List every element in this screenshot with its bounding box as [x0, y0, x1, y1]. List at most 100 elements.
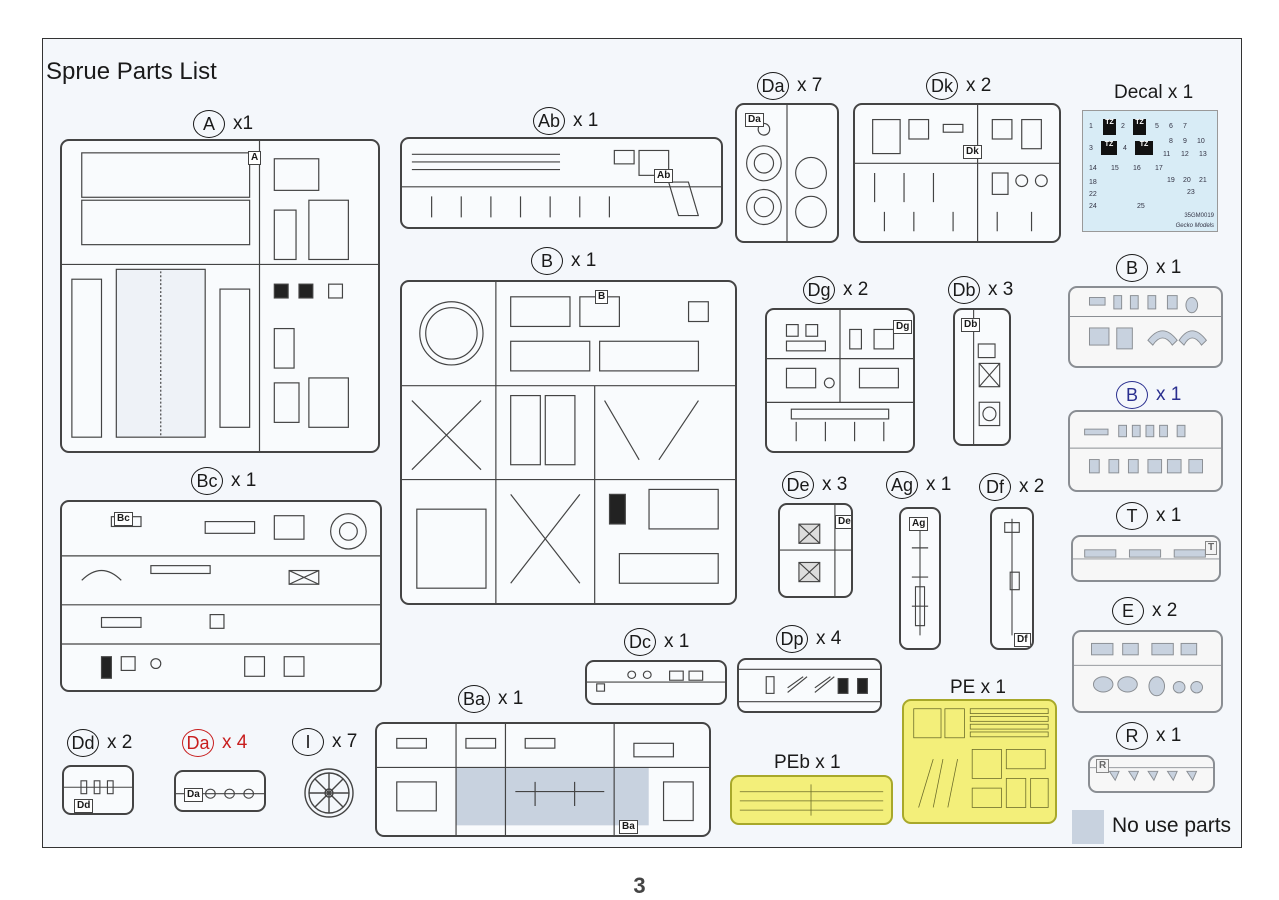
decal-number: 11	[1163, 151, 1171, 158]
sprue-tag: Ba	[619, 820, 638, 834]
decal-number: 3	[1089, 145, 1093, 152]
sprue-dp-parts	[739, 668, 880, 703]
sprue-b-grey-frame	[1068, 410, 1223, 492]
sprue-b-grey-parts	[1070, 424, 1221, 474]
sprue-code-circle: Bc	[191, 467, 223, 495]
sprue-a-parts	[62, 141, 378, 451]
decal-number: 25	[1137, 203, 1145, 210]
sprue-quantity: x 3	[988, 279, 1014, 300]
sprue-quantity: x 1	[573, 110, 599, 131]
label-decal: Decal x 1	[1114, 82, 1193, 104]
sprue-code-circle: Dk	[926, 72, 958, 100]
sprue-quantity: x 1	[1156, 505, 1182, 526]
sprue-code-circle: E	[1112, 597, 1144, 625]
sprue-db-frame: Db	[953, 308, 1011, 446]
decal-mark: TZ	[1133, 119, 1146, 135]
sprue-tag: Db	[961, 318, 981, 332]
decal-number: 18	[1089, 179, 1097, 186]
decal-number: 1	[1089, 123, 1093, 130]
sprue-dc-frame	[585, 660, 727, 705]
sprue-tag: Dk	[963, 145, 982, 159]
decal-brand-logo: Gecko Models	[1175, 223, 1214, 229]
decal-code: 35GM0019	[1184, 213, 1214, 219]
sprue-tag: A	[248, 151, 262, 165]
sprue-quantity: x 1	[1156, 725, 1182, 746]
sprue-code-circle: Ab	[533, 107, 565, 135]
sprue-i-wheel	[303, 767, 355, 819]
sprue-tag: B	[595, 290, 609, 304]
decal-number: 6	[1169, 123, 1173, 130]
label-sprue-r: R x 1	[1116, 722, 1181, 750]
label-sprue-t: T x 1	[1116, 502, 1181, 530]
decal-number: 22	[1089, 191, 1097, 198]
decal-number: 7	[1183, 123, 1187, 130]
sprue-ab-frame: Ab	[400, 137, 723, 229]
sprue-df-frame: Df	[990, 507, 1034, 650]
sprue-quantity: x 1	[664, 631, 690, 652]
label-sprue-dk: Dk x 2	[926, 72, 991, 100]
label-sprue-dp: Dp x 4	[776, 625, 841, 653]
label-sprue-b-grey-1: B x 1	[1116, 254, 1181, 282]
sprue-dg-parts	[767, 310, 913, 442]
sprue-quantity: x 7	[332, 731, 358, 752]
label-sprue-b-grey-2: B x 1	[1116, 381, 1181, 409]
decal-number: 10	[1197, 138, 1205, 145]
sprue-quantity: x 2	[1019, 476, 1045, 497]
sprue-tag: Da	[745, 113, 764, 127]
sprue-t-frame: T	[1071, 535, 1221, 582]
sprue-quantity: x1	[233, 113, 254, 134]
decal-number: 14	[1089, 165, 1097, 172]
sprue-pe-parts	[913, 708, 1049, 808]
sprue-code-circle: T	[1116, 502, 1148, 530]
label-sprue-pe: PE x 1	[950, 677, 1006, 699]
decal-label: Decal x 1	[1114, 82, 1194, 103]
sprue-quantity: x 3	[822, 474, 848, 495]
sprue-code-circle: Dg	[803, 276, 835, 304]
decal-number: 15	[1111, 165, 1119, 172]
sprue-bc-parts	[62, 513, 380, 679]
sprue-quantity: PE x 1	[950, 677, 1006, 698]
sprue-b-grey-frame	[1068, 286, 1223, 368]
decal-number: 2	[1121, 123, 1125, 130]
no-use-parts-label: No use parts	[1112, 814, 1232, 837]
sprue-quantity: x 4	[816, 628, 842, 649]
sprue-dd-parts	[64, 780, 132, 795]
sprue-quantity: x 2	[843, 279, 869, 300]
sprue-e-parts	[1074, 642, 1221, 697]
sprue-code-circle: Da	[757, 72, 789, 100]
label-sprue-i: I x 7	[292, 728, 357, 756]
sprue-code-circle: I	[292, 728, 324, 756]
decal-number: 20	[1183, 177, 1191, 184]
sprue-quantity: x 2	[107, 732, 133, 753]
decal-sheet: TZ TZ TZ TZ 1 2 5 6 7 3 4 8 9 10 11 12 1…	[1082, 110, 1218, 232]
no-use-parts-swatch	[1072, 810, 1104, 844]
sprue-pe-frame	[902, 699, 1057, 824]
decal-number: 5	[1155, 123, 1159, 130]
decal-number: 21	[1199, 177, 1207, 184]
sprue-b-parts	[402, 282, 735, 603]
sprue-da-2-frame: Da	[174, 770, 266, 812]
sprue-code-circle: A	[193, 110, 225, 138]
decal-mark: TZ	[1135, 141, 1153, 155]
sprue-quantity: x 4	[222, 732, 248, 753]
label-sprue-peb: PEb x 1	[774, 752, 841, 774]
sprue-code-circle: Ba	[458, 685, 490, 713]
sprue-tag: Dd	[74, 799, 94, 813]
sprue-quantity: PEb x 1	[774, 752, 841, 773]
sprue-tag: Da	[184, 788, 203, 802]
sprue-tag: Bc	[114, 512, 133, 526]
label-sprue-de: De x 3	[782, 471, 847, 499]
sprue-dc-parts	[587, 670, 725, 692]
page-number: 3	[633, 873, 646, 898]
decal-mark: TZ	[1101, 141, 1117, 155]
decal-number: 16	[1133, 165, 1141, 172]
sprue-dd-frame: Dd	[62, 765, 134, 815]
sprue-ba-parts	[377, 724, 709, 835]
sprue-quantity: x 7	[797, 75, 823, 96]
label-sprue-bc: Bc x 1	[191, 467, 256, 495]
sprue-dg-frame: Dg	[765, 308, 915, 453]
sprue-peb-frame	[730, 775, 893, 825]
label-sprue-e: E x 2	[1112, 597, 1177, 625]
sprue-code-circle: Dp	[776, 625, 808, 653]
sprue-b-grey-parts	[1070, 295, 1221, 350]
